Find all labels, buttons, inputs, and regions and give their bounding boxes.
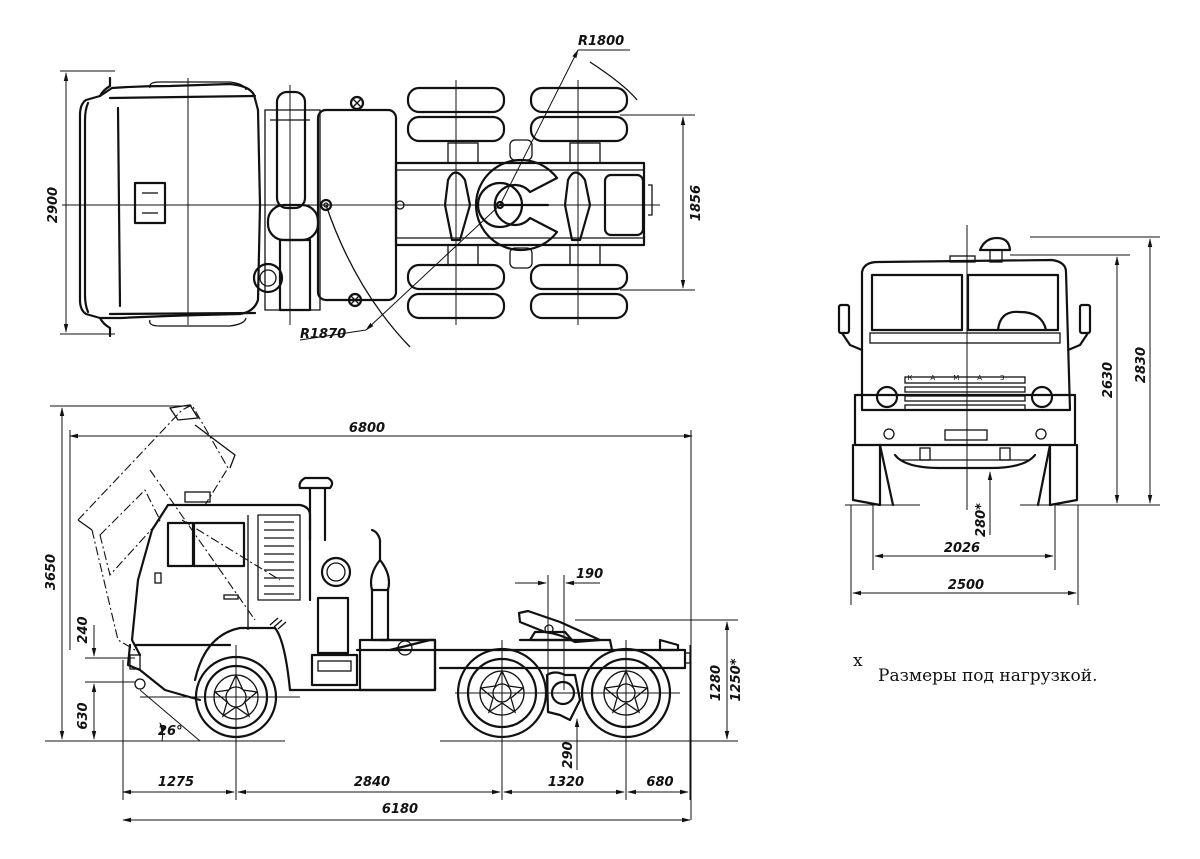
front-headlight-left xyxy=(875,385,899,409)
dim-top-width: 2900 xyxy=(46,187,61,223)
front-mirrors xyxy=(837,303,1092,352)
dim-front-overhang: 1275 xyxy=(158,775,194,790)
footnote-marker: x xyxy=(853,651,863,671)
side-air-intake xyxy=(298,476,391,687)
front-cab: КАМАЗ xyxy=(853,236,1077,447)
dim-chassis-length: 6180 xyxy=(382,802,418,817)
top-rear-wheels xyxy=(406,86,629,320)
dim-overall-width: 2500 xyxy=(948,578,984,593)
dim-rear-track: 1856 xyxy=(689,185,704,221)
dim-turn-radius-rear: R1800 xyxy=(578,34,624,49)
front-grille-lettering: КАМАЗ xyxy=(907,374,1022,382)
side-tilted-cab xyxy=(77,404,281,651)
front-grille-bar xyxy=(904,376,1026,384)
side-cab xyxy=(126,491,312,702)
front-roof-beacon xyxy=(978,236,1012,252)
dim-wheelbase: 2840 xyxy=(354,775,390,790)
front-wheels xyxy=(845,443,1085,507)
dim-bumper-height: 630 xyxy=(76,702,91,729)
dim-front-overhang-height: 240 xyxy=(76,616,91,643)
dim-tilted-cab-height: 3650 xyxy=(44,554,59,590)
top-cab xyxy=(78,76,262,338)
top-spare-wheel xyxy=(252,90,321,312)
dim-fifth-wheel-height-loaded: 1250* xyxy=(729,658,744,701)
turning-arc-front xyxy=(325,204,411,348)
front-view: КАМАЗ xyxy=(837,225,1160,605)
dim-tandem-spacing: 1320 xyxy=(548,775,584,790)
dim-overall-length: 6800 xyxy=(349,421,385,436)
dim-cab-height: 2630 xyxy=(1101,362,1116,398)
dim-front-track: 2026 xyxy=(944,541,980,556)
dim-fifth-wheel-offset: 190 xyxy=(576,567,603,582)
footnote: x Размеры под нагрузкой. xyxy=(853,651,1098,686)
side-cab-vent-slots xyxy=(264,521,294,595)
dim-axle-clearance: 290 xyxy=(561,741,576,768)
top-view: R1800 R1870 2900 1856 xyxy=(46,34,704,348)
turning-arc-rear xyxy=(589,61,638,101)
side-frame xyxy=(288,638,691,692)
dim-ground-clearance: 280* xyxy=(974,503,989,537)
side-view: 6800 3650 240 630 26° 190 1280 1250* 290 xyxy=(44,404,744,823)
footnote-text: Размеры под нагрузкой. xyxy=(878,666,1098,686)
top-cab-roof-hatch xyxy=(133,181,167,225)
dim-rear-overhang: 680 xyxy=(646,775,673,790)
dim-approach-angle: 26° xyxy=(158,724,183,739)
dim-turn-radius-front: R1870 xyxy=(300,327,346,342)
front-headlight-right xyxy=(1030,385,1054,409)
side-fifth-wheel xyxy=(517,609,614,652)
top-fifth-wheel xyxy=(395,139,592,269)
side-front-wheel xyxy=(193,617,292,739)
dim-overall-height: 2830 xyxy=(1134,347,1149,383)
top-air-filter xyxy=(252,262,284,294)
dim-fifth-wheel-height: 1280 xyxy=(709,665,724,701)
